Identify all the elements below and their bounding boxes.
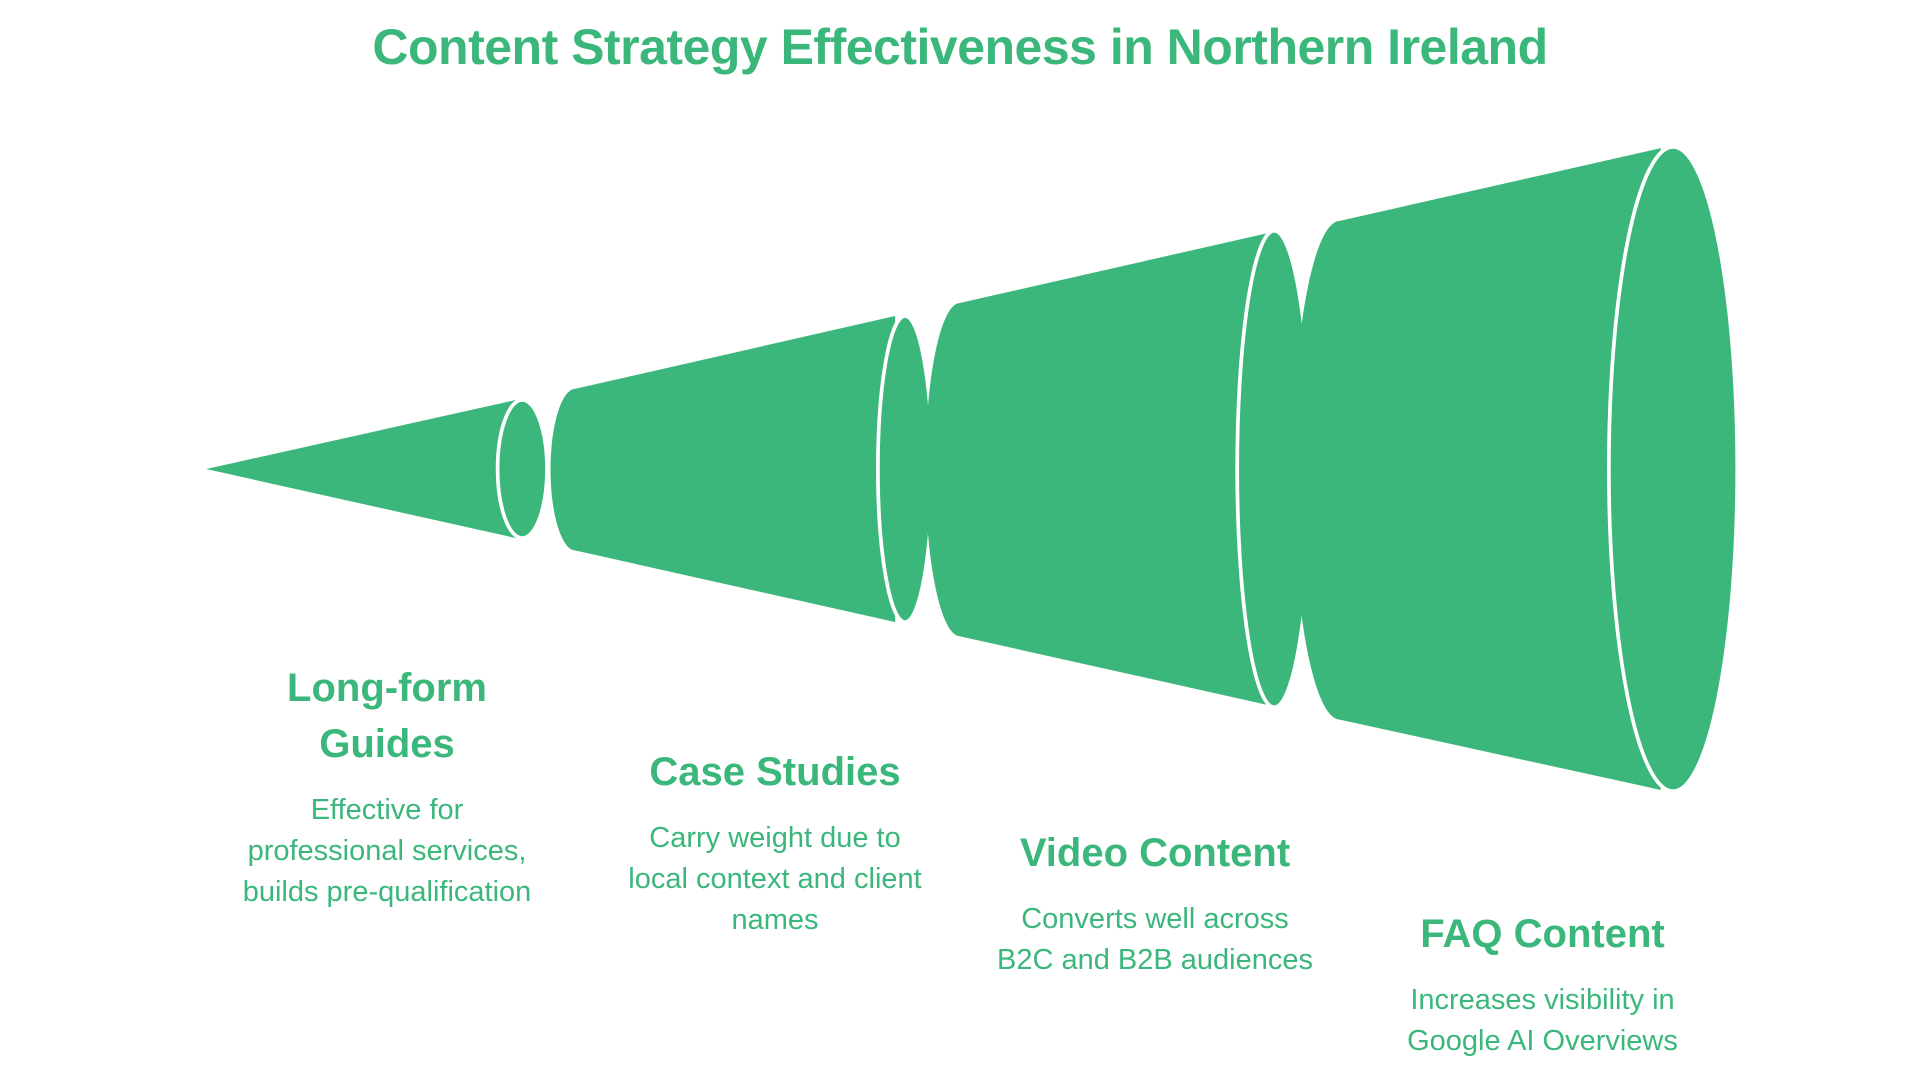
diagram-title: Content Strategy Effectiveness in Northe… [372, 19, 1548, 75]
stage-video-content: Video Content Converts well across B2C a… [990, 825, 1320, 981]
segment-video-content [925, 228, 1314, 710]
stage-title: Case Studies [649, 750, 901, 794]
segment-long-form-guides [206, 398, 549, 540]
segment-case-studies [550, 314, 935, 624]
segment-faq-content [1292, 145, 1740, 794]
stage-description: Carry weight due to local context and cl… [628, 822, 922, 936]
stage-title: Long-form Guides [287, 666, 487, 766]
stage-description: Effective for professional services, bui… [242, 794, 532, 908]
stage-title: FAQ Content [1420, 912, 1665, 956]
stage-description: Converts well across B2C and B2B audienc… [997, 903, 1313, 976]
stage-faq-content: FAQ Content Increases visibility in Goog… [1370, 906, 1715, 1062]
stage-case-studies: Case Studies Carry weight due to local c… [620, 744, 930, 941]
stage-description: Increases visibility in Google AI Overvi… [1407, 984, 1678, 1057]
stage-long-form-guides: Long-form Guides Effective for professio… [237, 660, 537, 913]
stage-title: Video Content [1019, 831, 1291, 875]
